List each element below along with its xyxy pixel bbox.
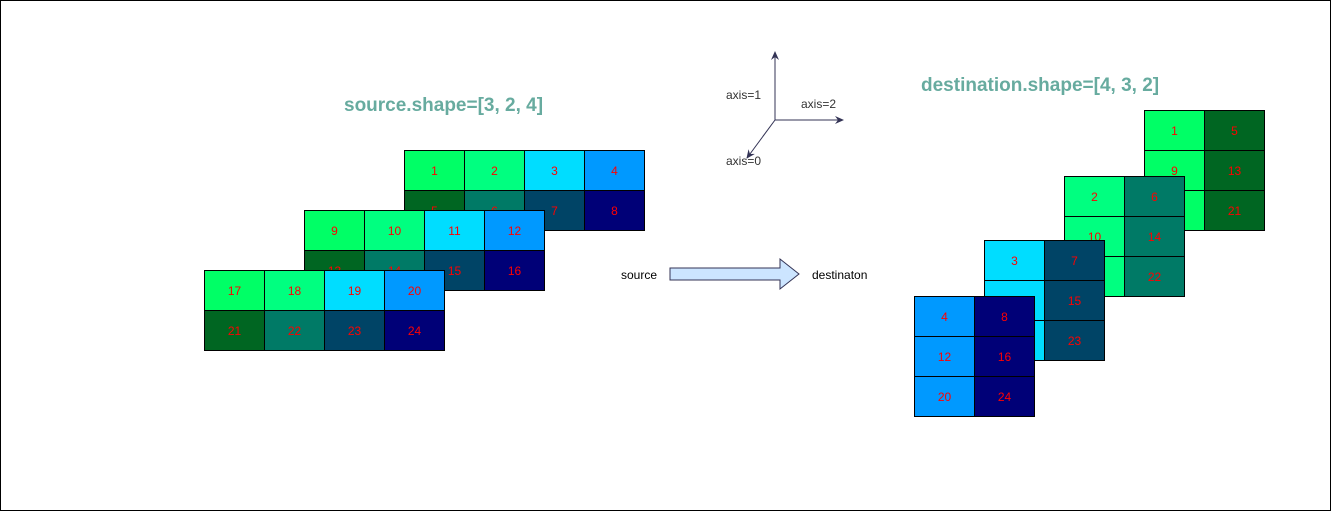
source-label: source bbox=[621, 268, 658, 282]
destination-label: destinaton bbox=[812, 268, 868, 282]
destination-cell: 21 bbox=[1204, 190, 1265, 231]
destination-cell: 23 bbox=[1044, 320, 1105, 361]
source-cell: 22 bbox=[264, 310, 325, 351]
destination-cell: 2 bbox=[1064, 176, 1125, 217]
transform-arrow bbox=[669, 257, 800, 291]
axis2-label: axis=2 bbox=[801, 97, 837, 111]
source-cell: 23 bbox=[324, 310, 385, 351]
source-cell: 16 bbox=[484, 250, 545, 291]
source-cell: 12 bbox=[484, 210, 545, 251]
source-shape-title: source.shape=[3, 2, 4] bbox=[344, 95, 544, 116]
destination-cell: 16 bbox=[974, 336, 1035, 377]
axis1-label: axis=1 bbox=[726, 88, 762, 102]
source-cell: 24 bbox=[384, 310, 445, 351]
source-cell: 20 bbox=[384, 270, 445, 311]
axis0-arrow bbox=[746, 119, 776, 159]
axis0-label: axis=0 bbox=[726, 154, 762, 168]
destination-cell: 12 bbox=[914, 336, 975, 377]
destination-cell: 7 bbox=[1044, 240, 1105, 281]
destination-shape-title: destination.shape=[4, 3, 2] bbox=[921, 75, 1160, 96]
destination-cell: 20 bbox=[914, 376, 975, 417]
source-cell: 17 bbox=[204, 270, 265, 311]
source-cell: 4 bbox=[584, 150, 645, 191]
destination-cell: 6 bbox=[1124, 176, 1185, 217]
destination-cell: 15 bbox=[1044, 280, 1105, 321]
source-cell: 8 bbox=[584, 190, 645, 231]
destination-cell: 22 bbox=[1124, 256, 1185, 297]
destination-cell: 24 bbox=[974, 376, 1035, 417]
destination-cell: 4 bbox=[914, 296, 975, 337]
source-cell: 21 bbox=[204, 310, 265, 351]
destination-cell: 8 bbox=[974, 296, 1035, 337]
destination-cell: 14 bbox=[1124, 216, 1185, 257]
